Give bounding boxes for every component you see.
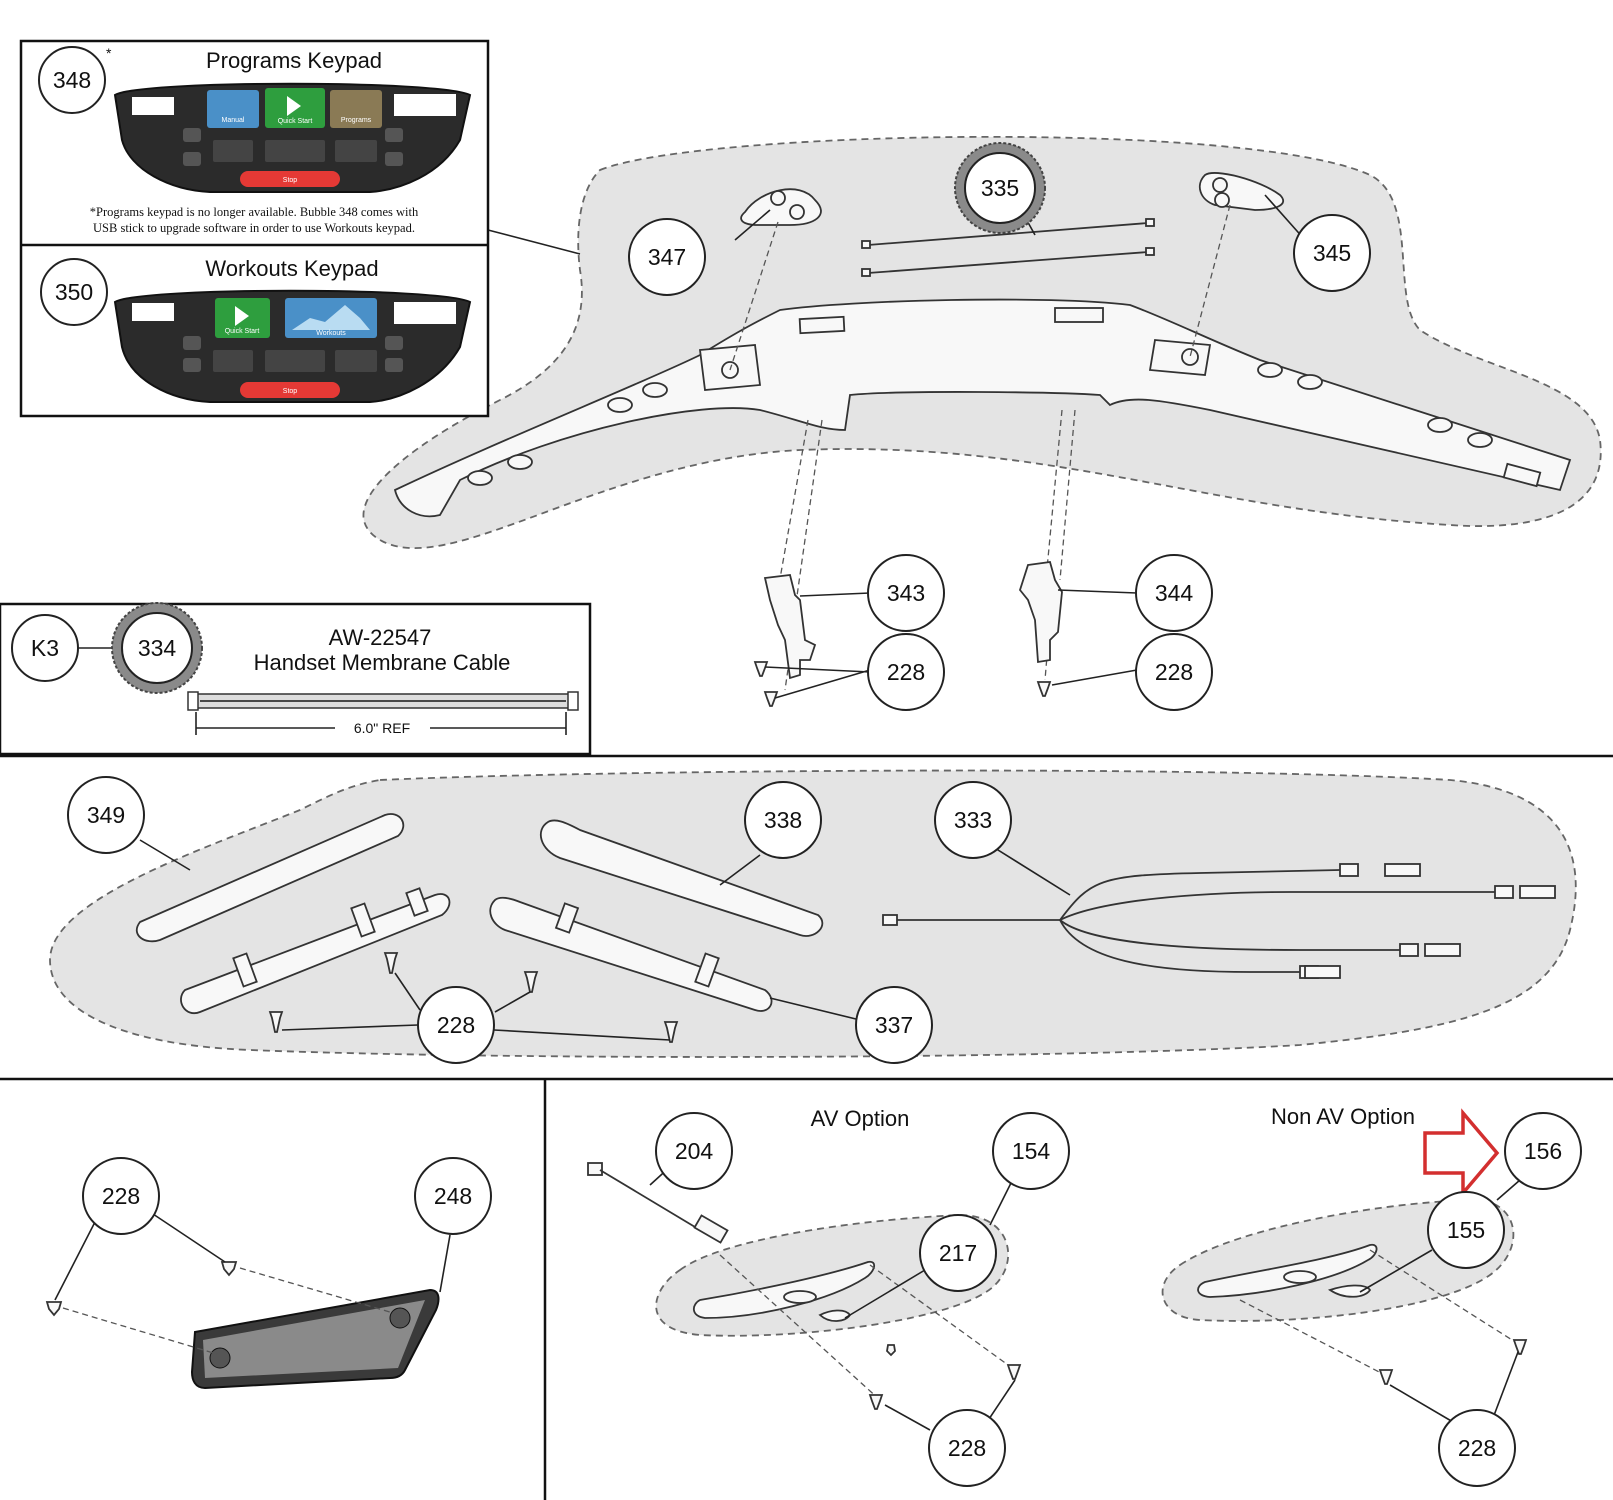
svg-text:347: 347 bbox=[648, 244, 686, 270]
callout-228-b: 228 bbox=[1135, 633, 1213, 711]
svg-text:154: 154 bbox=[1012, 1138, 1051, 1164]
left-bracket-343 bbox=[763, 574, 817, 680]
wire-harness-333 bbox=[882, 863, 1556, 979]
svg-text:156: 156 bbox=[1524, 1138, 1562, 1164]
svg-text:155: 155 bbox=[1447, 1217, 1485, 1243]
manual-key-label: Manual bbox=[222, 117, 245, 124]
workouts-keypad-title: Workouts Keypad bbox=[205, 256, 378, 281]
cable-panel: K3 334 AW-22547 Handset Membrane Cable 6… bbox=[0, 602, 592, 756]
svg-text:344: 344 bbox=[1155, 580, 1194, 606]
programs-key bbox=[330, 90, 382, 128]
non-av-receiver-part bbox=[1197, 1243, 1378, 1298]
handrail-cover-349 bbox=[135, 813, 405, 943]
callout-337: 337 bbox=[855, 986, 933, 1064]
cables-335 bbox=[861, 218, 1155, 277]
svg-text:228: 228 bbox=[1458, 1435, 1496, 1461]
leaders-top bbox=[487, 194, 1306, 699]
callout-228-a: 228 bbox=[867, 633, 945, 711]
cable-dimension: 6.0" REF bbox=[354, 720, 410, 736]
svg-text:204: 204 bbox=[675, 1138, 714, 1164]
programs-note-line1: *Programs keypad is no longer available.… bbox=[90, 205, 419, 219]
svg-text:350: 350 bbox=[55, 279, 93, 305]
callout-338: 338 bbox=[744, 781, 822, 859]
callout-335: 335 bbox=[954, 142, 1046, 234]
svg-text:335: 335 bbox=[981, 175, 1019, 201]
non-av-option-panel: Non AV Option 156 155 228 bbox=[1161, 1104, 1582, 1487]
callout-345: 345 bbox=[1293, 214, 1371, 292]
av-option-panel: AV Option 204 154 217 228 bbox=[587, 1106, 1070, 1487]
svg-text:248: 248 bbox=[434, 1183, 472, 1209]
programs-key-label: Programs bbox=[341, 117, 372, 124]
play-icon bbox=[287, 96, 301, 116]
svg-text:349: 349 bbox=[87, 802, 125, 828]
callout-348: 348 bbox=[38, 46, 106, 114]
callout-350: 350 bbox=[40, 258, 108, 326]
svg-text:345: 345 bbox=[1313, 240, 1351, 266]
callout-228-c: 228 bbox=[417, 986, 495, 1064]
stop-key bbox=[240, 171, 340, 187]
av-receiver-part bbox=[692, 1260, 875, 1319]
callout-228-e: 228 bbox=[928, 1409, 1006, 1487]
red-outline-arrow-icon bbox=[1423, 1108, 1500, 1198]
callout-k3: K3 bbox=[11, 614, 79, 682]
callout-217: 217 bbox=[919, 1214, 997, 1292]
non-av-plug bbox=[1327, 1284, 1372, 1298]
svg-text:228: 228 bbox=[1155, 659, 1193, 685]
callout-154: 154 bbox=[992, 1112, 1070, 1190]
console-bezel-part bbox=[393, 298, 1572, 518]
callout-349: 349 bbox=[67, 776, 145, 854]
programs-note-line2: USB stick to upgrade software in order t… bbox=[93, 221, 415, 235]
callout-156: 156 bbox=[1504, 1112, 1582, 1190]
manual-key bbox=[207, 90, 259, 128]
bottom-left-panel: 228 248 bbox=[45, 1157, 492, 1390]
callout-343: 343 bbox=[867, 554, 945, 632]
screws-top bbox=[753, 661, 1052, 707]
callout-228-d: 228 bbox=[82, 1157, 160, 1235]
callout-204: 204 bbox=[655, 1112, 733, 1190]
svg-text:228: 228 bbox=[887, 659, 925, 685]
right-bracket-344 bbox=[1018, 561, 1063, 664]
cable-part-number: AW-22547 bbox=[329, 625, 432, 650]
workouts-stop-key bbox=[240, 382, 340, 398]
stop-key-label: Stop bbox=[283, 177, 298, 184]
svg-text:337: 337 bbox=[875, 1012, 913, 1038]
av-option-label: AV Option bbox=[811, 1106, 910, 1131]
callout-333: 333 bbox=[934, 781, 1012, 859]
callout-344: 344 bbox=[1135, 554, 1213, 632]
non-av-option-label: Non AV Option bbox=[1271, 1104, 1415, 1129]
play-icon bbox=[235, 306, 249, 326]
svg-text:228: 228 bbox=[437, 1012, 475, 1038]
keypads-panel: Programs Keypad Manual Quick Start Progr… bbox=[19, 39, 490, 418]
cable-description: Handset Membrane Cable bbox=[254, 650, 511, 675]
quick-start-key-label: Quick Start bbox=[278, 118, 313, 125]
svg-text:334: 334 bbox=[138, 635, 177, 661]
workouts-key-label: Workouts bbox=[316, 330, 346, 337]
svg-text:K3: K3 bbox=[31, 635, 59, 661]
callout-228-f: 228 bbox=[1438, 1409, 1516, 1487]
callout-155: 155 bbox=[1427, 1191, 1505, 1269]
handrail-cover-338 bbox=[539, 819, 824, 937]
workouts-quick-start-label: Quick Start bbox=[225, 328, 260, 335]
leaders-middle bbox=[139, 839, 1071, 1041]
workout-profile-icon bbox=[292, 305, 370, 330]
programs-keypad-title: Programs Keypad bbox=[206, 48, 382, 73]
svg-text:348: 348 bbox=[53, 67, 91, 93]
callout-334: 334 bbox=[111, 602, 203, 694]
svg-text:228: 228 bbox=[102, 1183, 140, 1209]
asterisk: * bbox=[106, 45, 112, 61]
svg-text:343: 343 bbox=[887, 580, 925, 606]
workouts-keypad-body bbox=[113, 289, 472, 403]
callout-248: 248 bbox=[414, 1157, 492, 1235]
workouts-stop-key-label: Stop bbox=[283, 388, 298, 395]
svg-text:338: 338 bbox=[764, 807, 802, 833]
svg-text:228: 228 bbox=[948, 1435, 986, 1461]
section-dividers bbox=[0, 754, 1613, 1500]
svg-text:217: 217 bbox=[939, 1240, 977, 1266]
callout-347: 347 bbox=[628, 218, 706, 296]
screws-middle bbox=[268, 952, 679, 1043]
svg-text:333: 333 bbox=[954, 807, 992, 833]
